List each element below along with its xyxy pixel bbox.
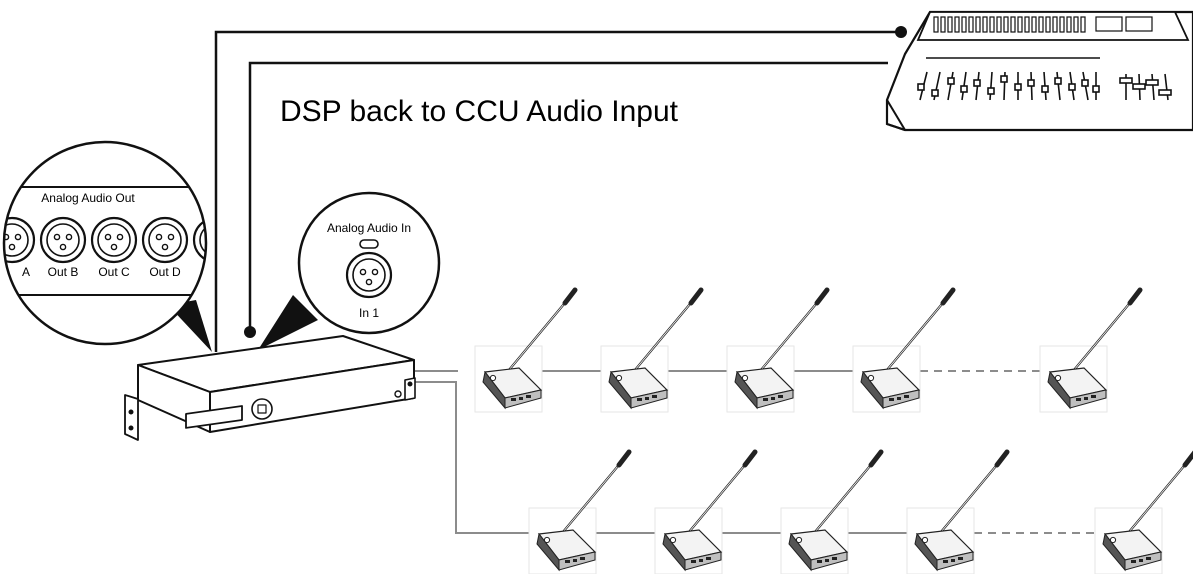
delegate-unit: [907, 452, 1007, 574]
delegate-unit: [781, 452, 881, 574]
delegate-unit: [1095, 452, 1193, 574]
audio-out-title: Analog Audio Out: [41, 191, 135, 205]
xlr-port-icon: [141, 216, 189, 264]
latch-icon: [359, 239, 379, 249]
port-label: Out C: [98, 265, 130, 279]
xlr-port-icon: [90, 216, 138, 264]
input-callout-pointer: [258, 295, 318, 350]
routing-headline: DSP back to CCU Audio Input: [280, 95, 679, 128]
delegate-units-row-2: [529, 452, 1193, 574]
mixing-console: [885, 10, 1193, 132]
port-label: A: [22, 265, 30, 279]
xlr-port-icon: [39, 216, 87, 264]
audio-in-title: Analog Audio In: [327, 221, 411, 235]
delegate-units-row-1: [475, 290, 1140, 412]
delegate-unit: [853, 290, 953, 412]
ccu-audio-return-cables: [214, 26, 907, 352]
xlr-input-icon: [345, 251, 393, 299]
port-label: Out D: [149, 265, 181, 279]
delegate-unit: [1040, 290, 1140, 412]
delegate-unit: [601, 290, 701, 412]
delegate-unit: [727, 290, 827, 412]
delegate-unit: [529, 452, 629, 574]
port-label: Out B: [48, 265, 79, 279]
analog-audio-in-callout: Analog Audio In In 1: [297, 191, 441, 335]
delegate-unit: [475, 290, 575, 412]
dsp-rack-unit: [124, 335, 416, 441]
daisy-chain-cables: [413, 370, 1096, 534]
audio-in-port-label: In 1: [359, 306, 379, 320]
delegate-unit: [655, 452, 755, 574]
analog-audio-out-callout: Analog Audio Out A Out B Out C Out D: [2, 140, 208, 346]
